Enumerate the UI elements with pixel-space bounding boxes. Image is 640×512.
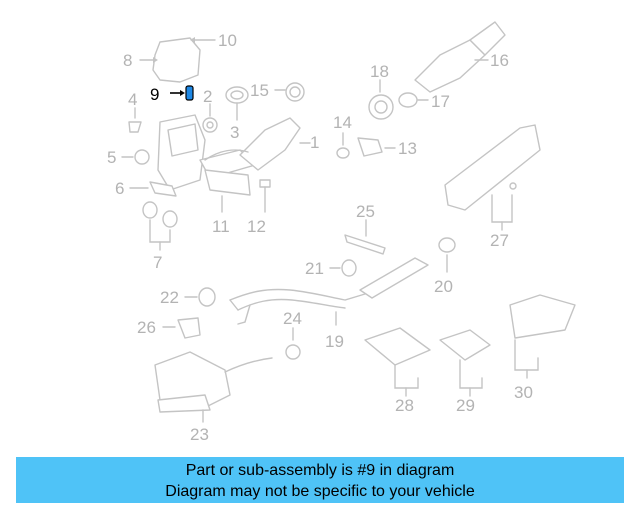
callout-13: 13 [398,139,417,158]
part-3-gasket[interactable] [225,86,249,121]
banner-line-1: Part or sub-assembly is #9 in diagram [185,462,455,479]
part-1-front-pipe[interactable] [204,117,311,171]
part-28-heat-shield[interactable] [364,327,431,397]
callout-30: 30 [514,383,533,402]
part-19-mid-pipe[interactable] [229,257,429,326]
callout-23: 23 [190,425,209,444]
callout-24: 24 [283,309,302,328]
exhaust-parts-diagram: 1 2 3 4 5 6 7 8 9 10 11 12 13 14 15 16 1… [107,21,576,444]
callout-26: 26 [137,318,156,337]
callout-19: 19 [325,332,344,351]
part-15-gasket[interactable] [274,82,305,102]
callout-18: 18 [370,62,389,81]
callout-10: 10 [218,31,237,50]
callout-15: 15 [250,81,269,100]
part-22-hanger[interactable] [184,287,216,307]
catalytic-converter[interactable] [157,114,256,191]
callout-20: 20 [434,277,453,296]
part-13-clamp[interactable] [357,137,396,157]
part-20-clamp[interactable] [438,237,456,273]
callout-25: 25 [356,202,375,221]
callout-7: 7 [153,253,162,272]
part-24-clamp[interactable] [285,327,301,360]
part-14-ring[interactable] [336,132,350,159]
part-26-bracket[interactable] [162,317,201,339]
callout-28: 28 [395,396,414,415]
callout-3: 3 [230,123,239,142]
callout-14: 14 [333,113,352,132]
callout-21: 21 [305,259,324,278]
part-23-muffler[interactable] [154,351,273,423]
part-30-heat-shield[interactable] [509,294,576,379]
callout-29: 29 [456,396,475,415]
part-27-heat-shield[interactable] [444,124,541,231]
part-5-clamp[interactable] [121,149,150,165]
callout-11: 11 [212,217,230,236]
callout-5: 5 [107,148,116,167]
part-17-gasket[interactable] [398,92,429,108]
part-25-bracket[interactable] [344,219,386,255]
callout-22: 22 [160,288,179,307]
part-12-bolt[interactable] [259,179,271,213]
callout-2: 2 [203,87,212,106]
part-4-bracket[interactable] [128,107,142,133]
callout-9: 9 [150,85,159,104]
callout-1: 1 [310,133,319,152]
callout-17: 17 [431,92,450,111]
callout-8: 8 [123,51,132,70]
part-16-flex-pipe[interactable] [414,21,506,93]
callout-16: 16 [490,51,509,70]
part-29-heat-shield[interactable] [439,329,491,397]
callout-12: 12 [247,217,266,236]
part-9-sensor[interactable] [170,85,194,101]
part-6-gasket[interactable] [129,181,177,197]
part-8-heat-shield[interactable] [139,37,201,83]
banner-line-2: Diagram may not be specific to your vehi… [165,483,475,500]
callout-6: 6 [115,179,124,198]
part-18-flange[interactable] [368,79,394,120]
callout-4: 4 [128,90,137,109]
part-2-gasket[interactable] [202,103,218,133]
info-banner: Part or sub-assembly is #9 in diagram Di… [16,457,624,503]
part-21-hanger[interactable] [329,259,357,277]
part-11-shield[interactable] [204,169,251,213]
part-7-hangers[interactable] [142,201,178,251]
callout-27: 27 [490,231,509,250]
